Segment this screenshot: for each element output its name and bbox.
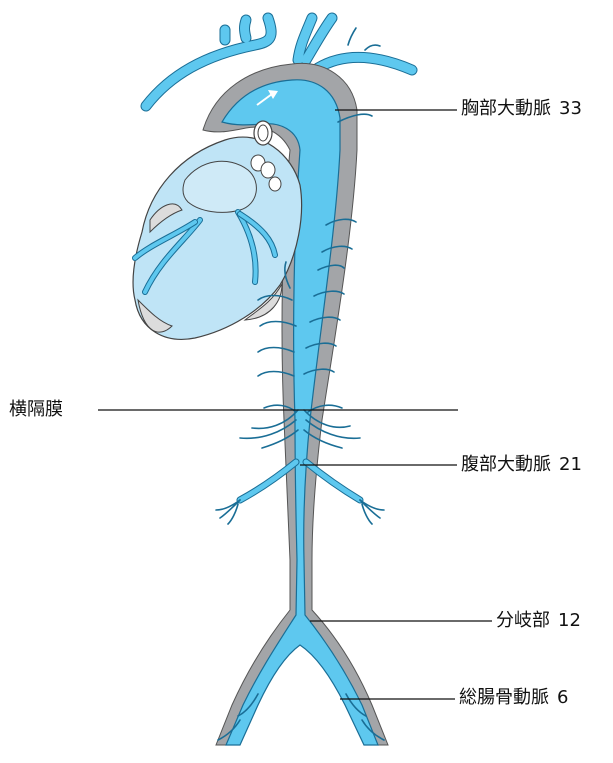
- label-text: 胸部大動脈: [461, 98, 551, 119]
- label-abdominal-aorta: 腹部大動脈 21: [461, 455, 582, 475]
- label-value: 21: [559, 454, 582, 475]
- label-bifurcation: 分岐部 12: [496, 611, 581, 631]
- heart: [133, 121, 302, 339]
- label-diaphragm: 横隔膜: [9, 400, 63, 420]
- label-text: 総腸骨動脈: [459, 687, 549, 708]
- label-common-iliac: 総腸骨動脈 6: [459, 688, 568, 708]
- label-value: 33: [559, 98, 582, 119]
- label-thoracic-aorta: 胸部大動脈 33: [461, 99, 582, 119]
- label-text: 横隔膜: [9, 399, 63, 420]
- label-value: 6: [557, 687, 568, 708]
- label-text: 腹部大動脈: [461, 454, 551, 475]
- label-text: 分岐部: [496, 610, 550, 631]
- label-value: 12: [558, 610, 581, 631]
